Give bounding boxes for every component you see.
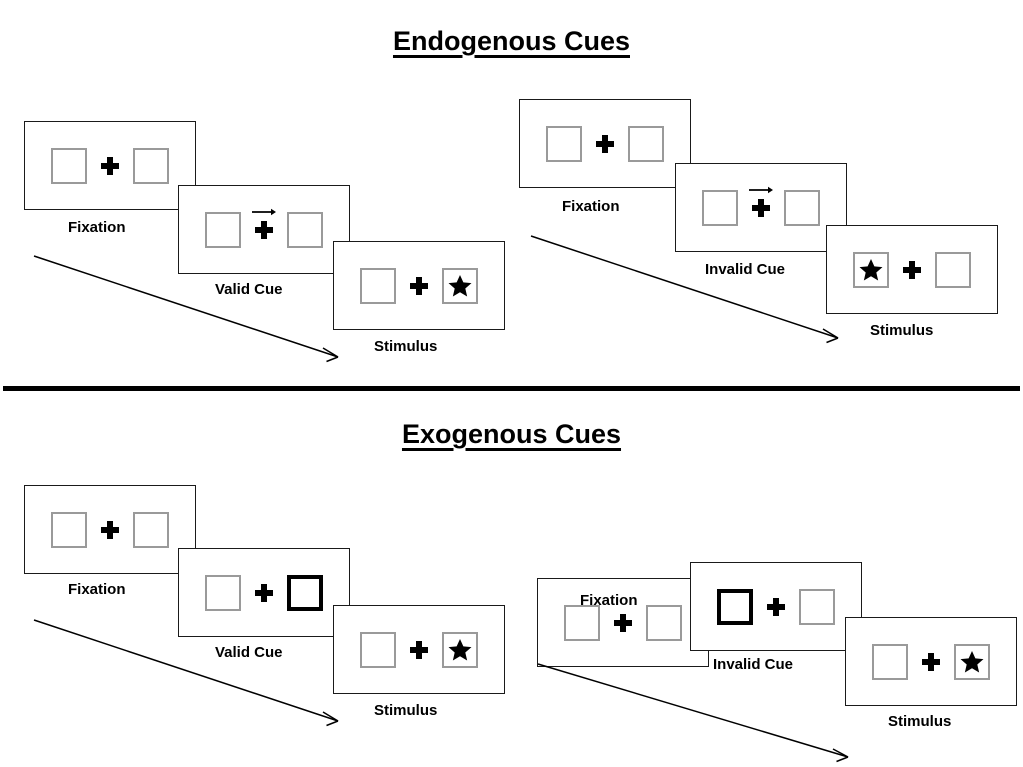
panel-endogenous-invalid-cue xyxy=(675,163,847,252)
panel-content xyxy=(179,549,349,636)
placeholder-box-left xyxy=(702,189,738,226)
plus-icon xyxy=(410,640,428,659)
placeholder-box-right xyxy=(935,251,971,288)
placeholder-box-right xyxy=(133,147,169,184)
panel-exogenous-invalid-fixation xyxy=(537,578,709,667)
label-exogenous-valid-fixation: Fixation xyxy=(68,581,126,598)
plus-icon xyxy=(255,220,273,239)
section-divider xyxy=(3,386,1020,391)
panel-content xyxy=(676,164,846,251)
plus-icon xyxy=(903,260,921,279)
star-icon xyxy=(960,650,984,673)
panel-content xyxy=(691,563,861,650)
panel-content xyxy=(179,186,349,273)
target-box-right xyxy=(442,267,478,304)
panel-endogenous-valid-cue xyxy=(178,185,350,274)
label-endogenous-invalid-fixation: Fixation xyxy=(562,198,620,215)
target-box-right xyxy=(954,643,990,680)
plus-icon xyxy=(614,613,632,632)
label-endogenous-invalid-stimulus: Stimulus xyxy=(870,322,934,339)
placeholder-box-left xyxy=(872,643,908,680)
label-exogenous-valid-cue: Valid Cue xyxy=(215,644,283,661)
label-exogenous-valid-stimulus: Stimulus xyxy=(374,702,438,719)
placeholder-box-left xyxy=(564,604,600,641)
placeholder-box-left xyxy=(51,511,87,548)
plus-icon xyxy=(410,276,428,295)
plus-icon xyxy=(767,597,785,616)
section-title-endogenous: Endogenous Cues xyxy=(392,26,630,56)
panel-content xyxy=(846,618,1016,705)
panel-endogenous-valid-stimulus xyxy=(333,241,505,330)
placeholder-box-left xyxy=(546,125,582,162)
placeholder-box-left xyxy=(205,574,241,611)
panel-exogenous-valid-fixation xyxy=(24,485,196,574)
panel-content xyxy=(827,226,997,313)
plus-icon xyxy=(101,156,119,175)
cued-box-right xyxy=(287,574,323,611)
arrow-right-icon xyxy=(749,186,773,193)
panel-content xyxy=(538,579,708,666)
panel-endogenous-invalid-fixation xyxy=(519,99,691,188)
plus-icon xyxy=(101,520,119,539)
placeholder-box-right xyxy=(287,211,323,248)
panel-content xyxy=(25,122,195,209)
panel-content xyxy=(520,100,690,187)
panel-content xyxy=(25,486,195,573)
panel-exogenous-valid-stimulus xyxy=(333,605,505,694)
cued-box-left xyxy=(717,588,753,625)
plus-with-cue-arrow xyxy=(749,186,773,217)
label-endogenous-valid-stimulus: Stimulus xyxy=(374,338,438,355)
target-box-left xyxy=(853,251,889,288)
panel-exogenous-valid-cue xyxy=(178,548,350,637)
star-icon xyxy=(859,258,883,281)
label-exogenous-invalid-cue: Invalid Cue xyxy=(713,656,794,673)
label-exogenous-invalid-fixation: Fixation xyxy=(580,592,638,609)
label-endogenous-invalid-cue: Invalid Cue xyxy=(705,261,786,278)
label-endogenous-valid-fixation: Fixation xyxy=(68,219,126,236)
star-icon xyxy=(448,274,472,297)
placeholder-box-left xyxy=(51,147,87,184)
plus-icon xyxy=(922,652,940,671)
plus-with-cue-arrow xyxy=(252,208,276,239)
plus-icon xyxy=(752,198,770,217)
section-title-exogenous: Exogenous Cues xyxy=(401,419,622,449)
placeholder-box-right xyxy=(784,189,820,226)
placeholder-box-left xyxy=(360,631,396,668)
placeholder-box-left xyxy=(360,267,396,304)
star-icon xyxy=(448,638,472,661)
panel-content xyxy=(334,242,504,329)
panel-endogenous-invalid-stimulus xyxy=(826,225,998,314)
placeholder-box-right xyxy=(628,125,664,162)
placeholder-box-right xyxy=(799,588,835,625)
placeholder-box-left xyxy=(205,211,241,248)
label-endogenous-valid-cue: Valid Cue xyxy=(215,281,283,298)
placeholder-box-right xyxy=(133,511,169,548)
target-box-right xyxy=(442,631,478,668)
label-exogenous-invalid-stimulus: Stimulus xyxy=(888,713,952,730)
panel-exogenous-invalid-stimulus xyxy=(845,617,1017,706)
placeholder-box-right xyxy=(646,604,682,641)
plus-icon xyxy=(596,134,614,153)
panel-content xyxy=(334,606,504,693)
arrow-right-icon xyxy=(252,208,276,215)
plus-icon xyxy=(255,583,273,602)
panel-endogenous-valid-fixation xyxy=(24,121,196,210)
panel-exogenous-invalid-cue xyxy=(690,562,862,651)
